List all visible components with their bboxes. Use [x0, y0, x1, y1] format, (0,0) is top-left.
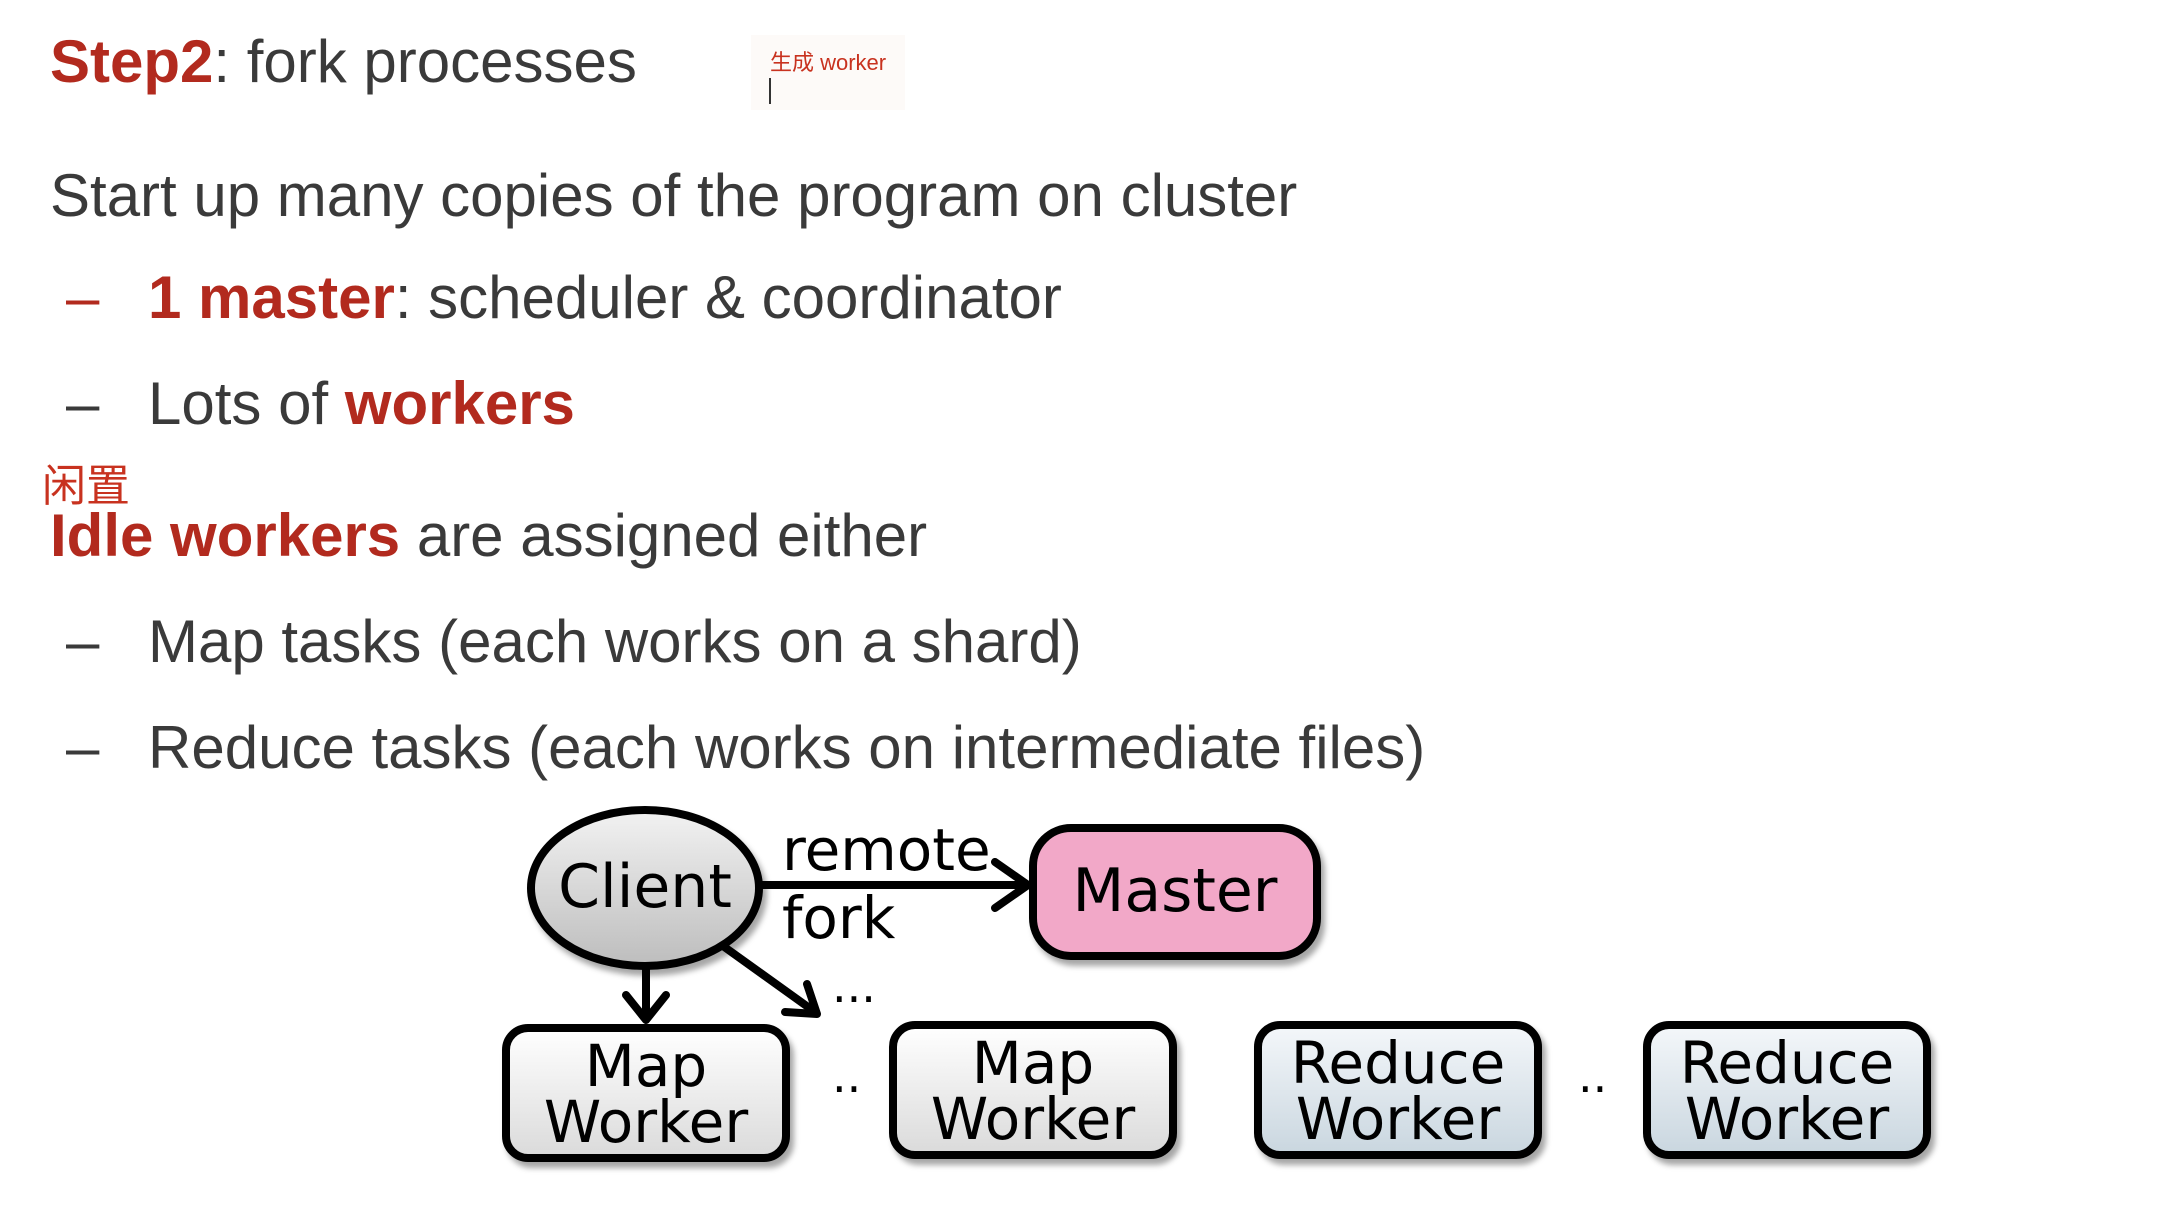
- map-worker-node: [502, 1024, 790, 1162]
- map-worker-label: Worker: [544, 1088, 748, 1156]
- bullet-master: 1 master: scheduler & coordinator: [148, 262, 1062, 334]
- bullet-dash: –: [66, 608, 100, 675]
- ellipsis-label: ...: [832, 959, 876, 1013]
- bullet-map-tasks: Map tasks (each works on a shard): [148, 608, 1082, 675]
- reduce-worker-label: Worker: [1296, 1085, 1500, 1153]
- edge-label-fork: fork: [782, 884, 896, 952]
- bullet-dash: –: [66, 264, 100, 331]
- annotation-note[interactable]: 生成 worker: [770, 50, 887, 75]
- map-worker-label: Worker: [931, 1085, 1135, 1153]
- master-label: Master: [1073, 856, 1278, 926]
- section1-heading: Start up many copies of the program on c…: [50, 162, 1298, 229]
- title-rest: : fork processes: [213, 28, 637, 95]
- bullet-dash: –: [66, 714, 100, 781]
- title-step: Step2: [50, 28, 214, 95]
- gap-dots: ..: [832, 1049, 861, 1103]
- arrowhead-master: [991, 858, 1032, 912]
- section2-bold: Idle workers: [50, 502, 401, 569]
- mapreduce-diagram: Client Master remote fork ... Map Worker…: [502, 806, 1931, 1162]
- arrowhead-map: [622, 991, 670, 1024]
- client-node: [527, 806, 763, 970]
- slide-title: Step2: fork processes: [50, 26, 637, 98]
- bullet-master-text: : scheduler & coordinator: [394, 264, 1062, 331]
- bullet-reduce-tasks: Reduce tasks (each works on intermediate…: [148, 714, 1426, 781]
- master-node: [1029, 824, 1321, 960]
- annotation-note-box[interactable]: [751, 35, 905, 110]
- bullet-workers: Lots of workers: [148, 368, 575, 440]
- bullet-workers-bold: workers: [344, 370, 575, 437]
- map-worker-label: Map: [972, 1029, 1094, 1097]
- client-label: Client: [558, 852, 732, 922]
- bullet-dash: –: [66, 370, 100, 437]
- bullet-workers-text: Lots of: [148, 370, 345, 437]
- bullet-master-bold: 1 master: [148, 264, 395, 331]
- reduce-worker-node: [1254, 1021, 1542, 1159]
- reduce-worker-node: [1643, 1021, 1931, 1159]
- gap-dots: ..: [1578, 1049, 1607, 1103]
- arrowhead-fork: [781, 980, 821, 1018]
- edge-label-remote: remote: [782, 816, 991, 884]
- reduce-worker-label: Worker: [1685, 1085, 1889, 1153]
- text-caret: [769, 78, 771, 104]
- chinese-annotation[interactable]: 闲置: [42, 461, 130, 512]
- map-worker-node: [889, 1021, 1177, 1159]
- map-worker-label: Map: [585, 1032, 707, 1100]
- arrow-client-fork: [719, 942, 819, 1016]
- section2-heading: Idle workers are assigned either: [50, 500, 927, 572]
- section2-text: are assigned either: [400, 502, 928, 569]
- reduce-worker-label: Reduce: [1680, 1029, 1895, 1097]
- reduce-worker-label: Reduce: [1291, 1029, 1506, 1097]
